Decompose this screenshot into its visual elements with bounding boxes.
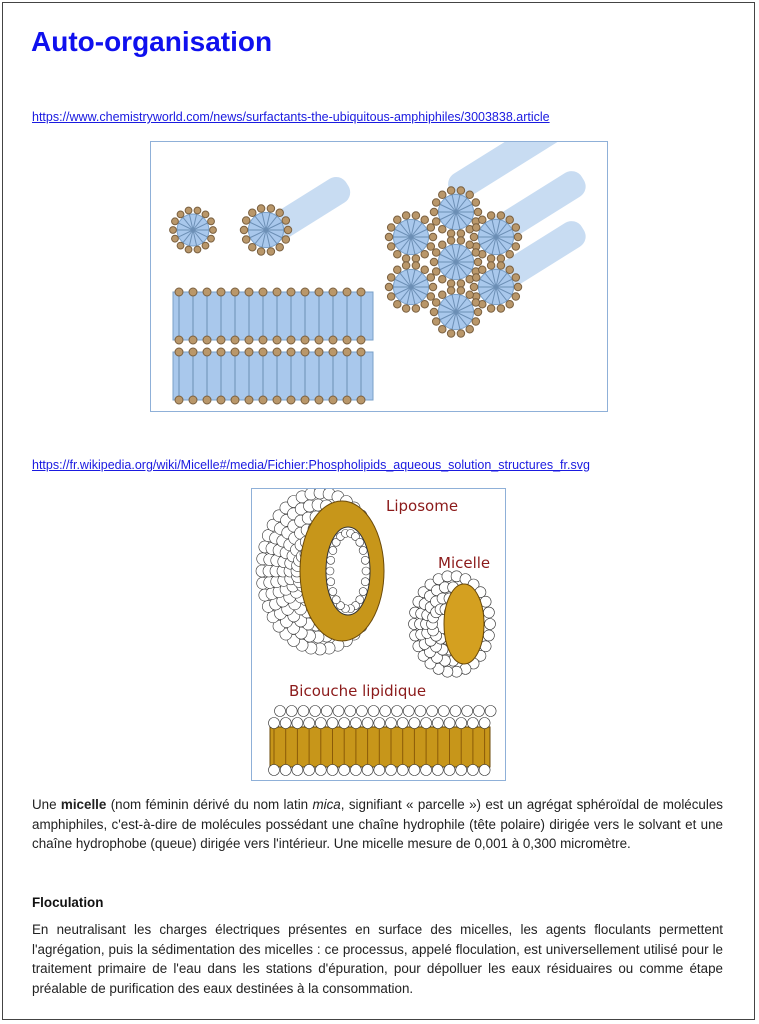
floculation-heading: Floculation [32,895,104,910]
chemistryworld-link[interactable]: https://www.chemistryworld.com/news/surf… [32,110,550,124]
mica-term: mica [312,797,341,812]
liposome-label: Liposome [386,497,458,515]
micelle-label: Micelle [438,554,490,572]
page-title: Auto-organisation [31,26,273,57]
surfactant-structures-image [150,141,608,412]
micelle-paragraph: Une micelle (nom féminin dérivé du nom l… [32,797,723,851]
bilayer-label: Bicouche lipidique [289,682,426,700]
micelle-term: micelle [60,797,107,812]
wikipedia-link[interactable]: https://fr.wikipedia.org/wiki/Micelle#/m… [32,458,590,472]
surfactant-illustration [169,142,586,405]
floculation-paragraph: En neutralisant les charges électriques … [32,922,723,996]
